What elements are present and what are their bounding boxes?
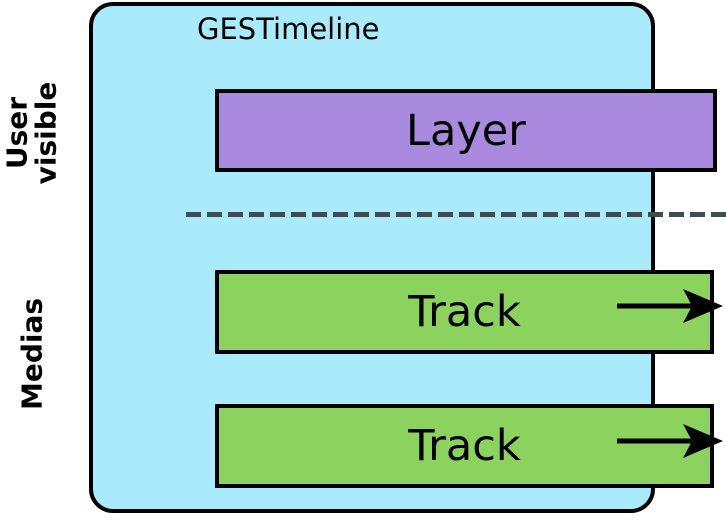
gestimeline-container: GESTimeline Layer Track Track <box>89 2 726 513</box>
user-visible-label-line1: User <box>0 96 34 170</box>
gestimeline-title: GESTimeline <box>197 12 380 46</box>
dashed-separator <box>186 212 726 217</box>
user-visible-label-line2: visible <box>30 81 63 185</box>
medias-label: Medias <box>15 297 49 411</box>
track-node-2: Track <box>215 404 714 488</box>
user-visible-label: User visible <box>0 81 63 185</box>
track-node-1: Track <box>215 270 714 354</box>
track-node-1-label: Track <box>408 287 521 337</box>
layer-node: Layer <box>215 89 717 172</box>
track-node-2-label: Track <box>408 421 521 471</box>
layer-node-label: Layer <box>406 105 526 156</box>
